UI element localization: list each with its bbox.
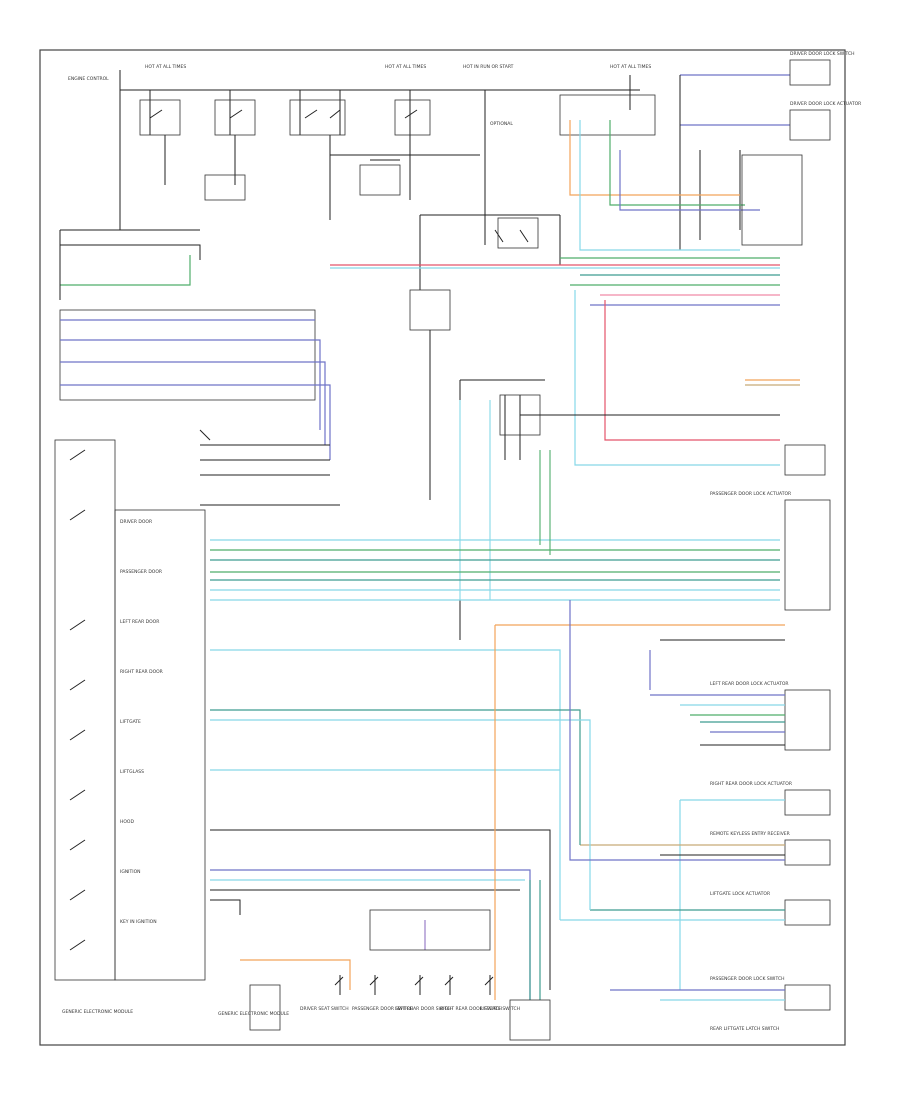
left-label-6: HOOD bbox=[120, 819, 134, 825]
bottom-switch-box-0 bbox=[249, 984, 281, 1031]
left-label-5: LIFTGLASS bbox=[120, 769, 144, 775]
left-label-0: DRIVER DOOR bbox=[120, 519, 152, 525]
right-label-2: PASSENGER DOOR LOCK ACTUATOR bbox=[710, 491, 791, 497]
rc-left-rear-lock bbox=[784, 689, 831, 751]
left-switch-panel: GENERIC ELECTRONIC MODULE DRIVER DOOR PA… bbox=[54, 429, 340, 1015]
rc-driver-lock-switch bbox=[789, 59, 831, 86]
right-switch-box bbox=[741, 154, 803, 246]
rc-keyless-receiver bbox=[784, 839, 831, 866]
rc-driver-lock-actuator bbox=[789, 109, 831, 141]
relay-2 bbox=[214, 99, 256, 136]
bottom-label-2: LEFT REAR DOOR SWITCH bbox=[395, 1006, 453, 1012]
bottom-right-box bbox=[509, 999, 551, 1041]
top-label-b: HOT AT ALL TIMES bbox=[385, 64, 426, 70]
left-label-4: LIFTGATE bbox=[120, 719, 141, 725]
left-label-2: LEFT REAR DOOR bbox=[120, 619, 159, 625]
bottom-switches: GENERIC ELECTRONIC MODULE DRIVER SEAT SW… bbox=[218, 909, 551, 1041]
module-bottom-label: GENERIC ELECTRONIC MODULE bbox=[218, 1011, 289, 1017]
module-box bbox=[114, 509, 206, 981]
diagram-border bbox=[39, 49, 846, 1046]
right-label-8: REAR LIFTGATE LATCH SWITCH bbox=[710, 1026, 779, 1032]
relay-3 bbox=[289, 99, 346, 136]
relay-4 bbox=[394, 99, 431, 136]
bottom-label-0: DRIVER SEAT SWITCH bbox=[300, 1006, 349, 1012]
left-label-8: KEY IN IGNITION bbox=[120, 919, 157, 925]
left-panel-box bbox=[54, 439, 116, 981]
rc-passenger-lock-actuator bbox=[784, 499, 831, 611]
right-label-4: RIGHT REAR DOOR LOCK ACTUATOR bbox=[710, 781, 792, 787]
left-label-1: PASSENGER DOOR bbox=[120, 569, 162, 575]
switch-box-1 bbox=[204, 174, 246, 201]
main-harness bbox=[210, 450, 780, 601]
center-module bbox=[409, 289, 545, 640]
left-label-3: RIGHT REAR DOOR bbox=[120, 669, 163, 675]
rc-passenger-switch bbox=[784, 984, 831, 1011]
right-label-5: REMOTE KEYLESS ENTRY RECEIVER bbox=[710, 831, 790, 837]
top-label-a: HOT AT ALL TIMES bbox=[145, 64, 186, 70]
left-panel-title: GENERIC ELECTRONIC MODULE bbox=[62, 1009, 133, 1015]
right-label-7: PASSENGER DOOR LOCK SWITCH bbox=[710, 976, 784, 982]
rc-right-rear-lock bbox=[784, 789, 831, 816]
right-label-6: LIFTGATE LOCK ACTUATOR bbox=[710, 891, 770, 897]
relay-1 bbox=[139, 99, 181, 136]
right-label-3: LEFT REAR DOOR LOCK ACTUATOR bbox=[710, 681, 789, 687]
right-connector-1 bbox=[784, 444, 826, 476]
center-relay bbox=[409, 289, 451, 331]
top-label-optional: OPTIONAL bbox=[490, 121, 513, 127]
right-top-region bbox=[330, 74, 826, 476]
right-label-0: DRIVER DOOR LOCK SWITCH bbox=[790, 51, 855, 57]
rc-liftgate-lock bbox=[784, 899, 831, 926]
top-label-c: HOT IN RUN OR START bbox=[463, 64, 514, 70]
left-top-label: ENGINE CONTROL bbox=[68, 76, 109, 82]
bottom-label-1: PASSENGER DOOR SWITCH bbox=[352, 1006, 413, 1012]
switch-box-3 bbox=[497, 217, 539, 249]
right-label-1: DRIVER DOOR LOCK ACTUATOR bbox=[790, 101, 861, 107]
top-power-section: HOT AT ALL TIMES HOT AT ALL TIMES HOT IN… bbox=[120, 64, 656, 290]
bottom-label-3: RIGHT REAR DOOR SWITCH bbox=[440, 1006, 502, 1012]
right-connectors: DRIVER DOOR LOCK SWITCH DRIVER DOOR LOCK… bbox=[495, 51, 861, 1032]
left-label-7: IGNITION bbox=[120, 869, 141, 875]
bottom-group-box bbox=[369, 909, 491, 951]
bottom-label-4: LIFTGATE SWITCH bbox=[480, 1006, 520, 1012]
lower-module-wires bbox=[210, 600, 785, 1000]
left-harness-box bbox=[59, 309, 316, 401]
left-inputs: ENGINE CONTROL bbox=[59, 70, 331, 460]
top-label-d: HOT AT ALL TIMES bbox=[610, 64, 651, 70]
switch-box-2 bbox=[359, 164, 401, 196]
relay-5 bbox=[559, 94, 656, 136]
